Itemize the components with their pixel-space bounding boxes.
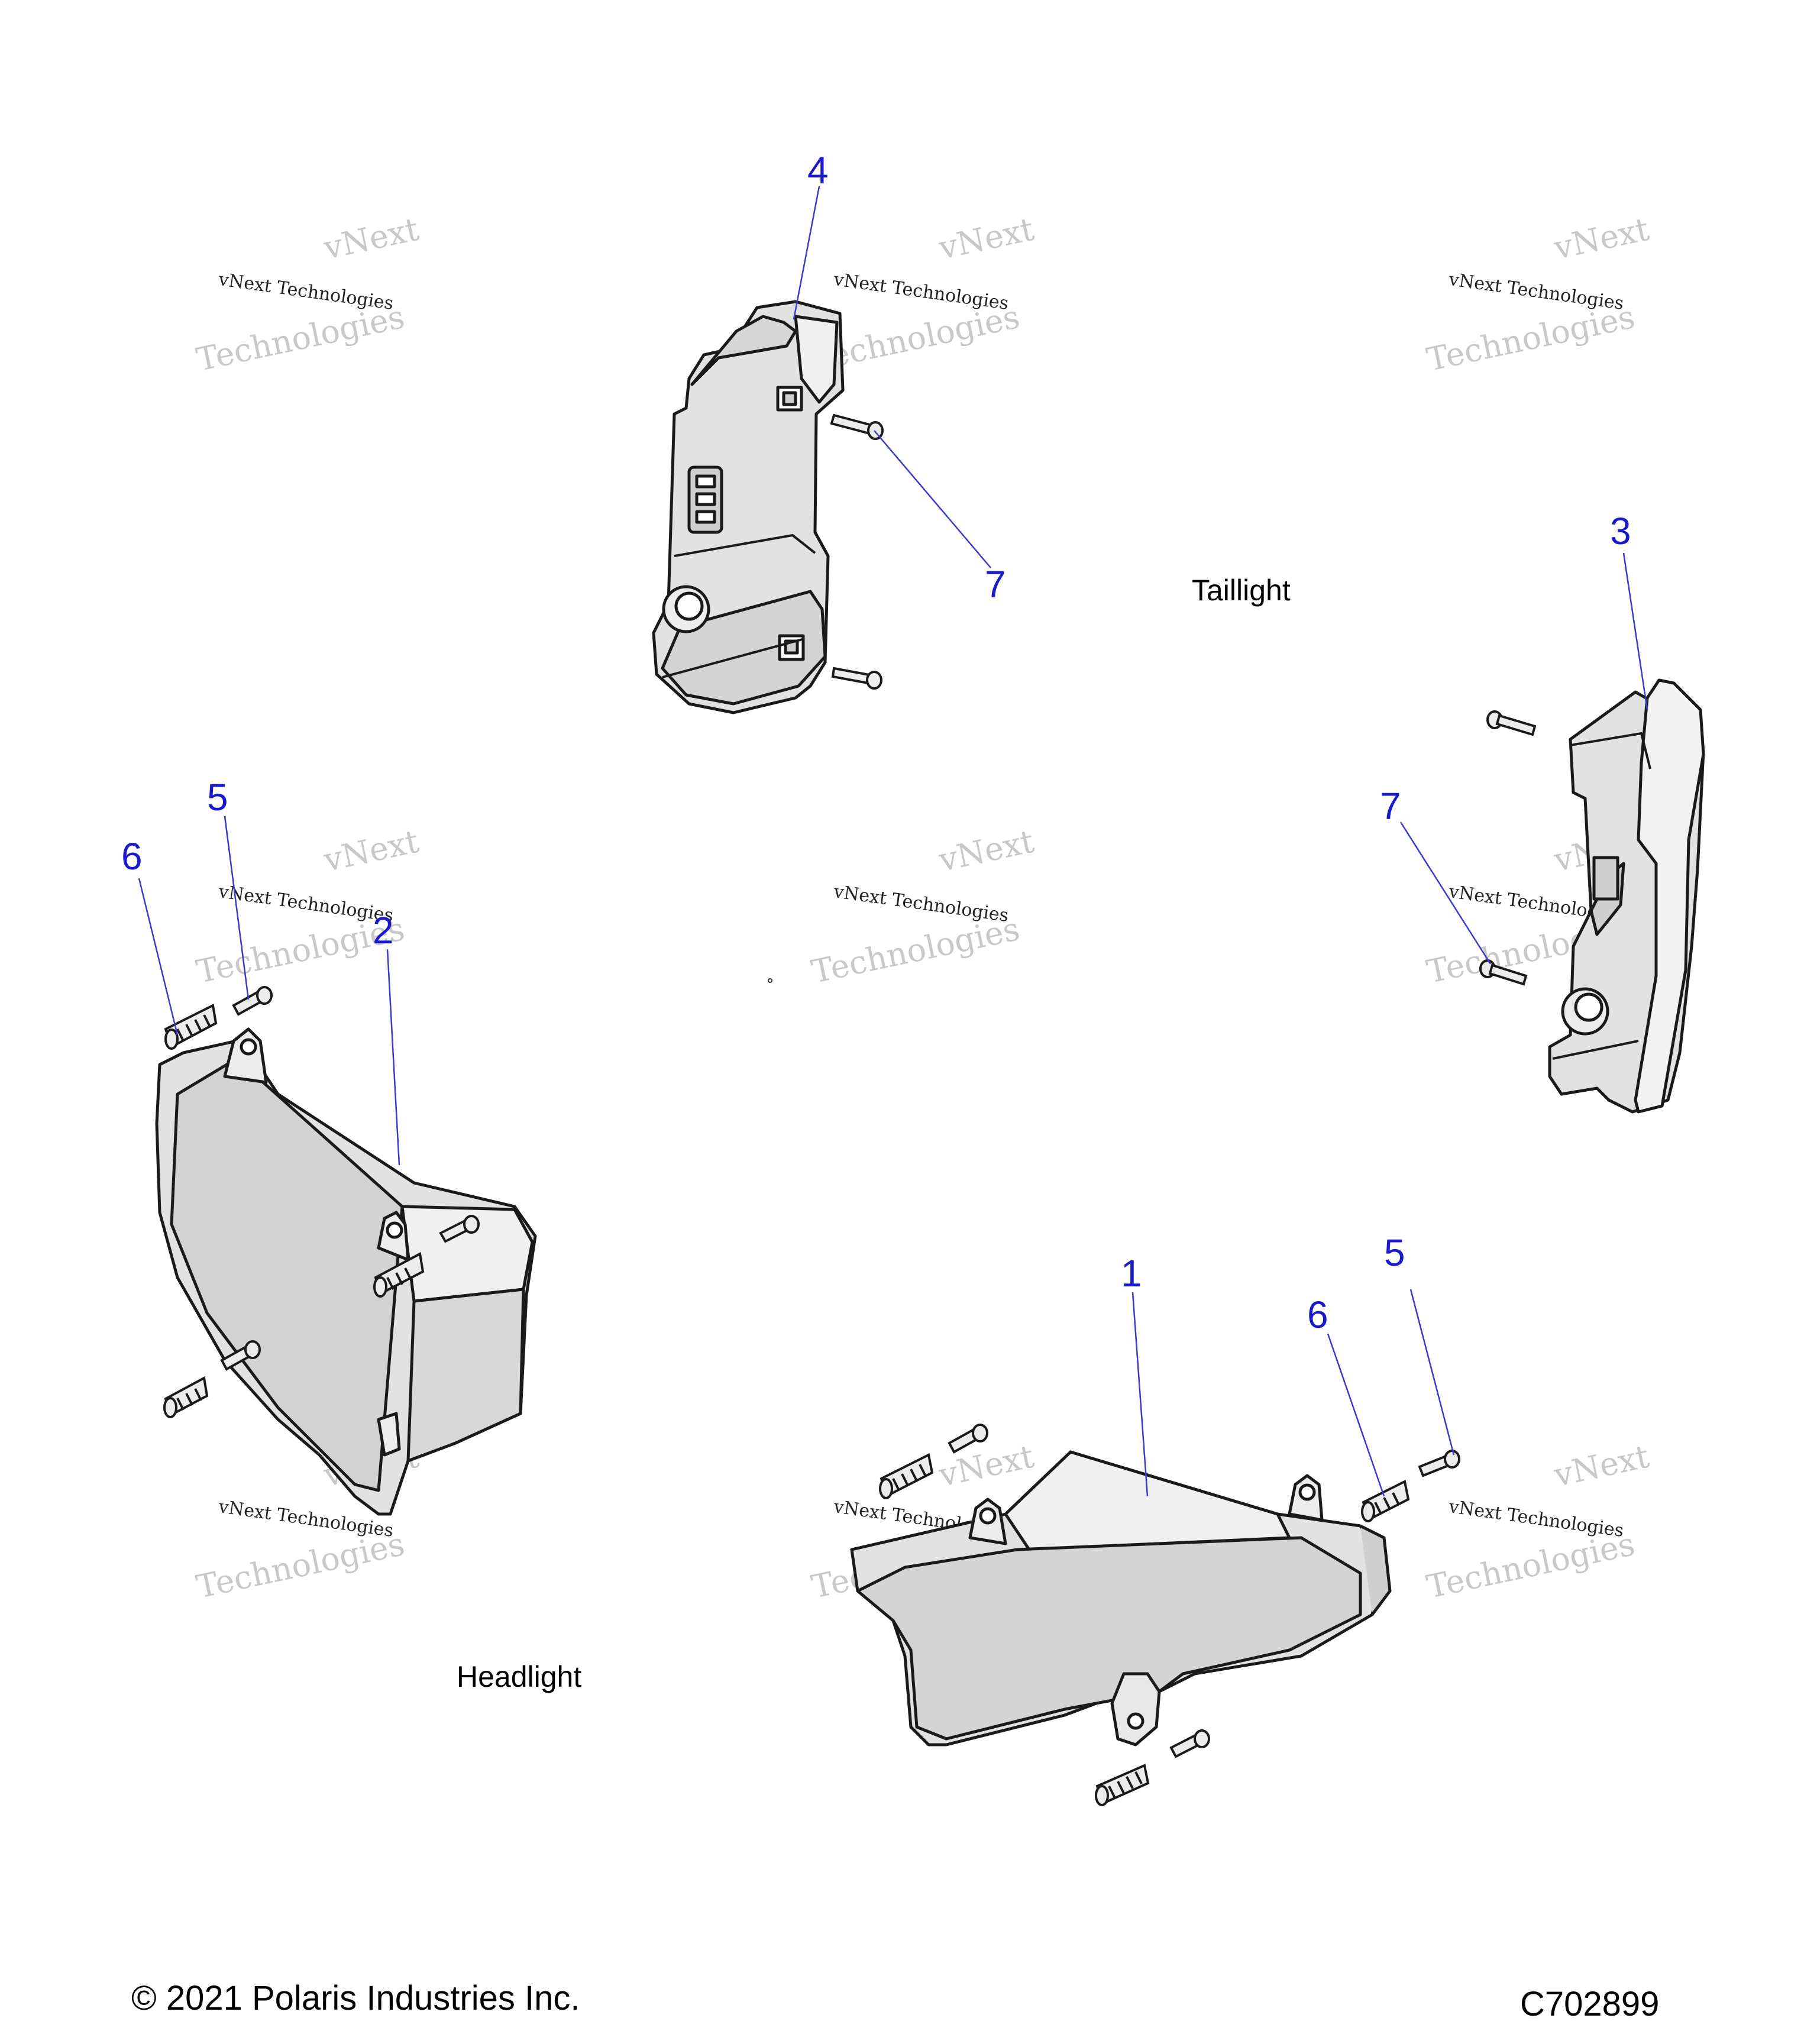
copyright: © 2021 Polaris Industries Inc. — [131, 1979, 580, 2017]
screw — [1486, 710, 1537, 736]
leader-line — [1409, 1289, 1455, 1456]
screw — [830, 413, 884, 440]
callout-5: 5 — [1384, 1231, 1405, 1274]
stray-dot — [768, 978, 772, 983]
watermark: vNext vNext Technologies Technologies — [809, 823, 1037, 991]
spring — [1095, 1764, 1150, 1806]
svg-text:Technologies: Technologies — [809, 910, 1023, 991]
svg-text:Technologies: Technologies — [1424, 298, 1638, 379]
leader-line — [1399, 822, 1492, 965]
callout-5: 5 — [207, 776, 228, 819]
leader-line — [793, 186, 820, 320]
svg-text:Technologies: Technologies — [193, 1525, 408, 1606]
screw — [1479, 959, 1528, 986]
spring — [163, 1376, 209, 1418]
watermark: vNext vNext Technologies Technologies — [1424, 211, 1653, 379]
svg-text:vNext: vNext — [320, 823, 422, 879]
callout-6: 6 — [1307, 1293, 1328, 1336]
leader-line — [874, 430, 991, 568]
callout-3: 3 — [1610, 510, 1631, 552]
leader-lines — [138, 186, 1648, 1497]
leader-line — [1327, 1333, 1385, 1497]
headlight-left-part — [155, 1027, 537, 1516]
leader-line — [1131, 1292, 1149, 1497]
leader-line — [1622, 552, 1648, 710]
callout-1: 1 — [1121, 1252, 1142, 1295]
watermark: vNext vNext Technologies Technologies — [193, 211, 422, 379]
taillight-left-part — [652, 300, 845, 714]
svg-text:vNext: vNext — [935, 823, 1037, 879]
svg-text:vNext: vNext — [1550, 1438, 1653, 1495]
screw — [831, 667, 882, 690]
spring — [373, 1251, 425, 1298]
svg-text:vNext: vNext — [320, 211, 422, 267]
callout-7: 7 — [1380, 785, 1401, 827]
spring — [879, 1453, 934, 1499]
svg-text:vNext: vNext — [935, 211, 1037, 267]
leader-line — [138, 878, 179, 1036]
screw — [232, 986, 273, 1016]
callout-6: 6 — [121, 835, 143, 878]
leader-line — [386, 949, 400, 1166]
screw — [948, 1424, 988, 1454]
screw — [439, 1215, 480, 1243]
spring — [1361, 1480, 1410, 1522]
callout-2: 2 — [373, 909, 394, 952]
svg-text:Technologies: Technologies — [1424, 1525, 1638, 1606]
headlight-right-part — [850, 1450, 1392, 1747]
callouts: 4 7 3 7 5 6 2 1 6 5 — [121, 149, 1631, 1336]
diagram-code: C702899 — [1520, 1985, 1660, 2023]
callout-4: 4 — [807, 149, 829, 192]
svg-text:vNext: vNext — [1550, 211, 1653, 267]
svg-text:Technologies: Technologies — [193, 298, 408, 379]
screw — [1169, 1729, 1210, 1758]
taillight-label: Taillight — [1192, 574, 1291, 607]
screw — [220, 1340, 261, 1371]
callout-7: 7 — [985, 563, 1006, 606]
taillight-right-part — [1548, 678, 1705, 1114]
headlight-label: Headlight — [457, 1660, 581, 1693]
leader-line — [224, 816, 250, 1000]
spring — [164, 1004, 218, 1050]
